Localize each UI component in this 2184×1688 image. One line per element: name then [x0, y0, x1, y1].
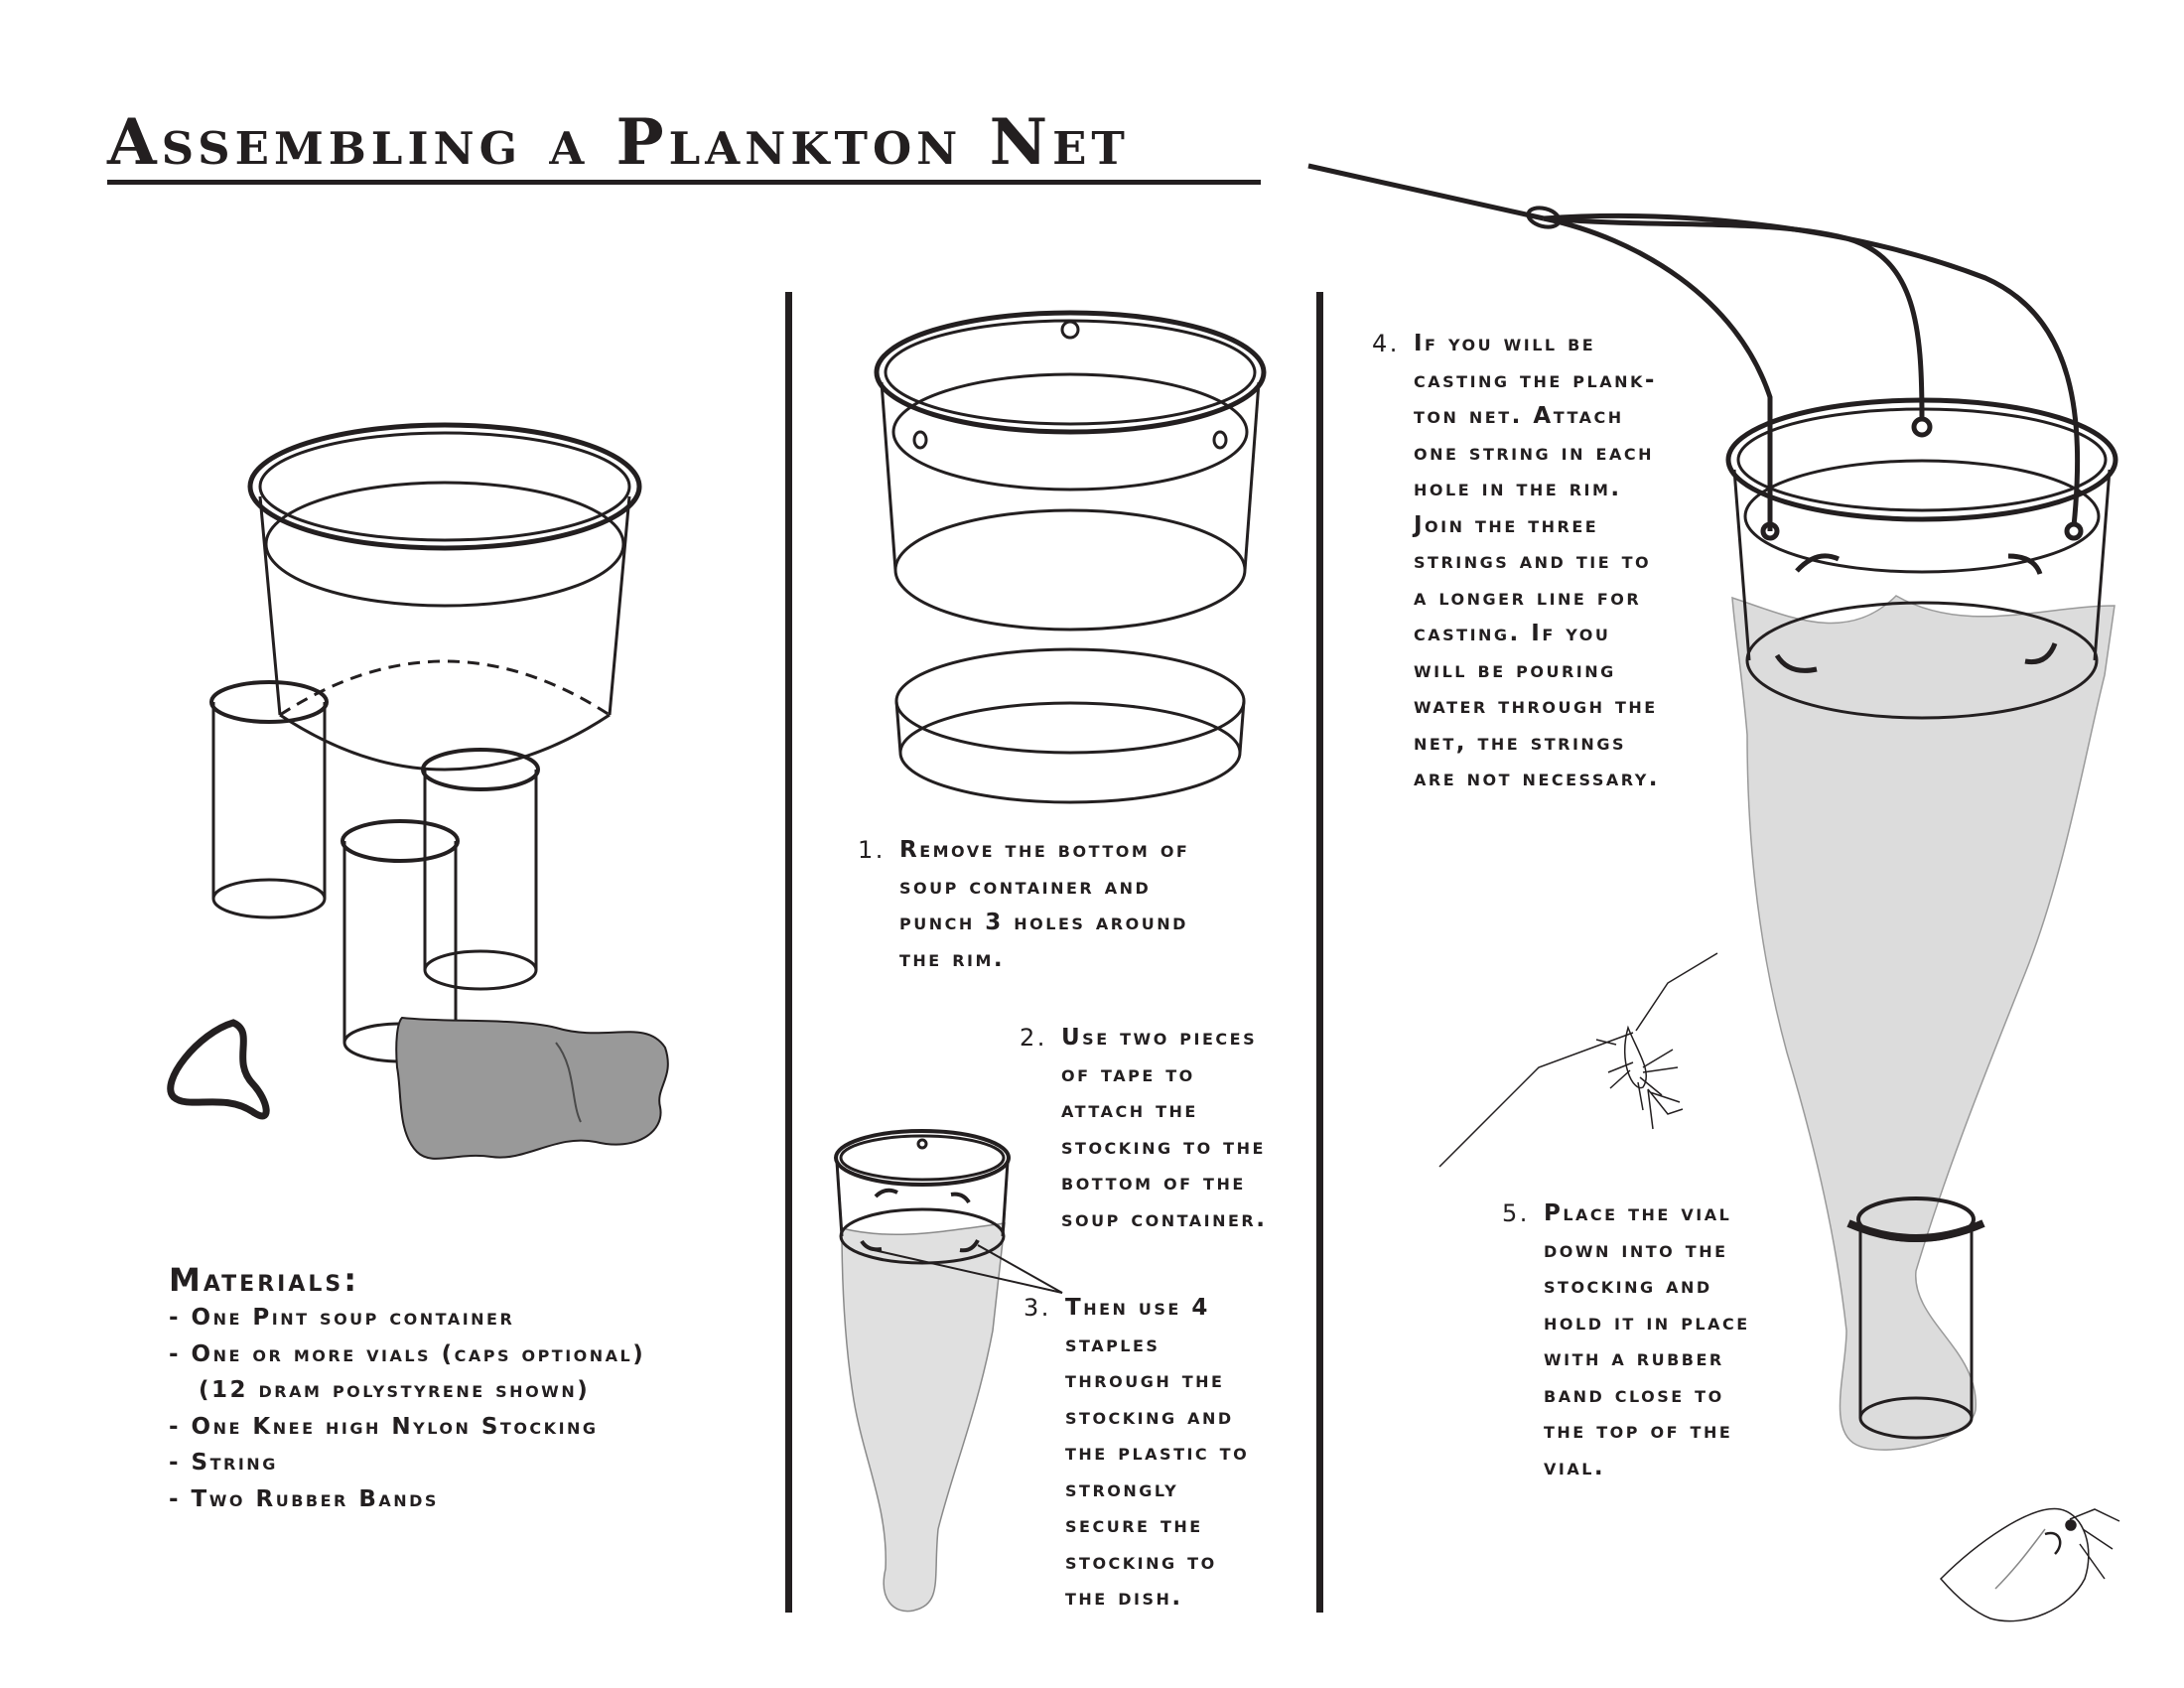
materials-item: - One Pint soup container: [169, 1305, 515, 1332]
materials-section: Materials: - One Pint soup container - O…: [169, 1261, 645, 1517]
step-line: stocking and: [1065, 1403, 1234, 1430]
step-2: 2. Use two pieces of tape to attach the …: [1020, 1020, 1268, 1237]
page-title: Assembling a Plankton Net: [107, 105, 1130, 180]
step-line: the rim.: [899, 945, 1006, 972]
materials-item: - Two Rubber Bands: [169, 1485, 439, 1512]
step-line: stocking to the: [1061, 1133, 1266, 1160]
step-line: punch 3 holes around: [899, 910, 1188, 935]
step-line: stocking and: [1544, 1273, 1712, 1299]
step-number: 2.: [1020, 1024, 1047, 1052]
step-number: 3.: [1024, 1294, 1051, 1322]
step-line: secure the: [1065, 1512, 1203, 1538]
step-line: bottom of the: [1061, 1170, 1246, 1196]
step-line: Use two pieces: [1061, 1025, 1258, 1051]
materials-item: - String: [169, 1450, 278, 1477]
vial-illustration: [421, 748, 540, 991]
step-line: through the: [1065, 1367, 1225, 1393]
step-line: strings and tie to: [1414, 548, 1652, 574]
step-1: 1. Remove the bottom of soup container a…: [858, 832, 1190, 977]
step-line: If you will be: [1414, 331, 1596, 356]
step-line: with a rubber: [1544, 1345, 1724, 1371]
step-line: down into the: [1544, 1236, 1728, 1263]
step-line: are not necessary.: [1414, 766, 1661, 791]
materials-item: - One Knee high Nylon Stocking: [169, 1413, 599, 1440]
step-line: attach the: [1061, 1097, 1198, 1123]
rubber-band-icon: [167, 1019, 270, 1120]
step-line: casting. If you: [1414, 621, 1611, 646]
step-line: Remove the bottom of: [899, 837, 1190, 863]
copepod-icon: [1438, 952, 1718, 1168]
step-line: vial.: [1544, 1454, 1606, 1480]
step-line: hold it in place: [1544, 1309, 1750, 1336]
step-line: a longer line for: [1414, 584, 1642, 611]
step-line: the plastic to: [1065, 1440, 1250, 1466]
plankton-net-illustration: [1307, 163, 2118, 1451]
step-line: one string in each: [1414, 439, 1654, 466]
nylon-stocking-illustration: [395, 1016, 669, 1160]
step-line: band close to: [1544, 1381, 1724, 1408]
step-line: of tape to: [1061, 1060, 1195, 1087]
step-line: Then use 4: [1065, 1295, 1210, 1321]
step-line: Join the three: [1414, 511, 1599, 538]
step-line: will be pouring: [1414, 656, 1616, 683]
materials-item: - One or more vials (caps optional): [169, 1340, 646, 1367]
step-line: ton net. Attach: [1414, 403, 1624, 429]
step-line: soup container and: [899, 873, 1152, 900]
vial-illustration: [209, 680, 329, 919]
step-number: 5.: [1502, 1199, 1530, 1227]
cut-container-illustration: [874, 310, 1267, 804]
step-line: net, the strings: [1414, 729, 1626, 756]
step-line: the top of the: [1544, 1418, 1733, 1444]
step-line: stocking to: [1065, 1548, 1217, 1575]
step-line: water through the: [1414, 693, 1658, 719]
step-number: 4.: [1372, 330, 1400, 357]
step-line: Place the vial: [1544, 1200, 1732, 1226]
step-5: 5. Place the vial down into the stocking…: [1502, 1196, 1750, 1485]
step-line: hole in the rim.: [1414, 476, 1622, 501]
materials-item: (12 dram polystyrene shown): [199, 1377, 591, 1404]
title-underline: [107, 180, 1261, 185]
column-divider-right: [1316, 292, 1323, 1613]
taped-stocking-illustration: [834, 1129, 1063, 1613]
step-4: 4. If you will be casting the plank- ton…: [1372, 326, 1661, 797]
materials-heading: Materials:: [169, 1261, 360, 1299]
materials-list: - One Pint soup container - One or more …: [169, 1300, 645, 1517]
daphnia-icon: [1939, 1507, 2120, 1622]
column-divider-left: [785, 292, 792, 1613]
step-line: casting the plank-: [1414, 366, 1657, 393]
step-line: the dish.: [1065, 1585, 1183, 1611]
step-line: strongly: [1065, 1476, 1179, 1502]
step-3: 3. Then use 4 staples through the stocki…: [1024, 1290, 1250, 1617]
step-line: soup container.: [1061, 1205, 1268, 1232]
step-line: staples: [1065, 1331, 1160, 1357]
step-number: 1.: [858, 836, 886, 864]
